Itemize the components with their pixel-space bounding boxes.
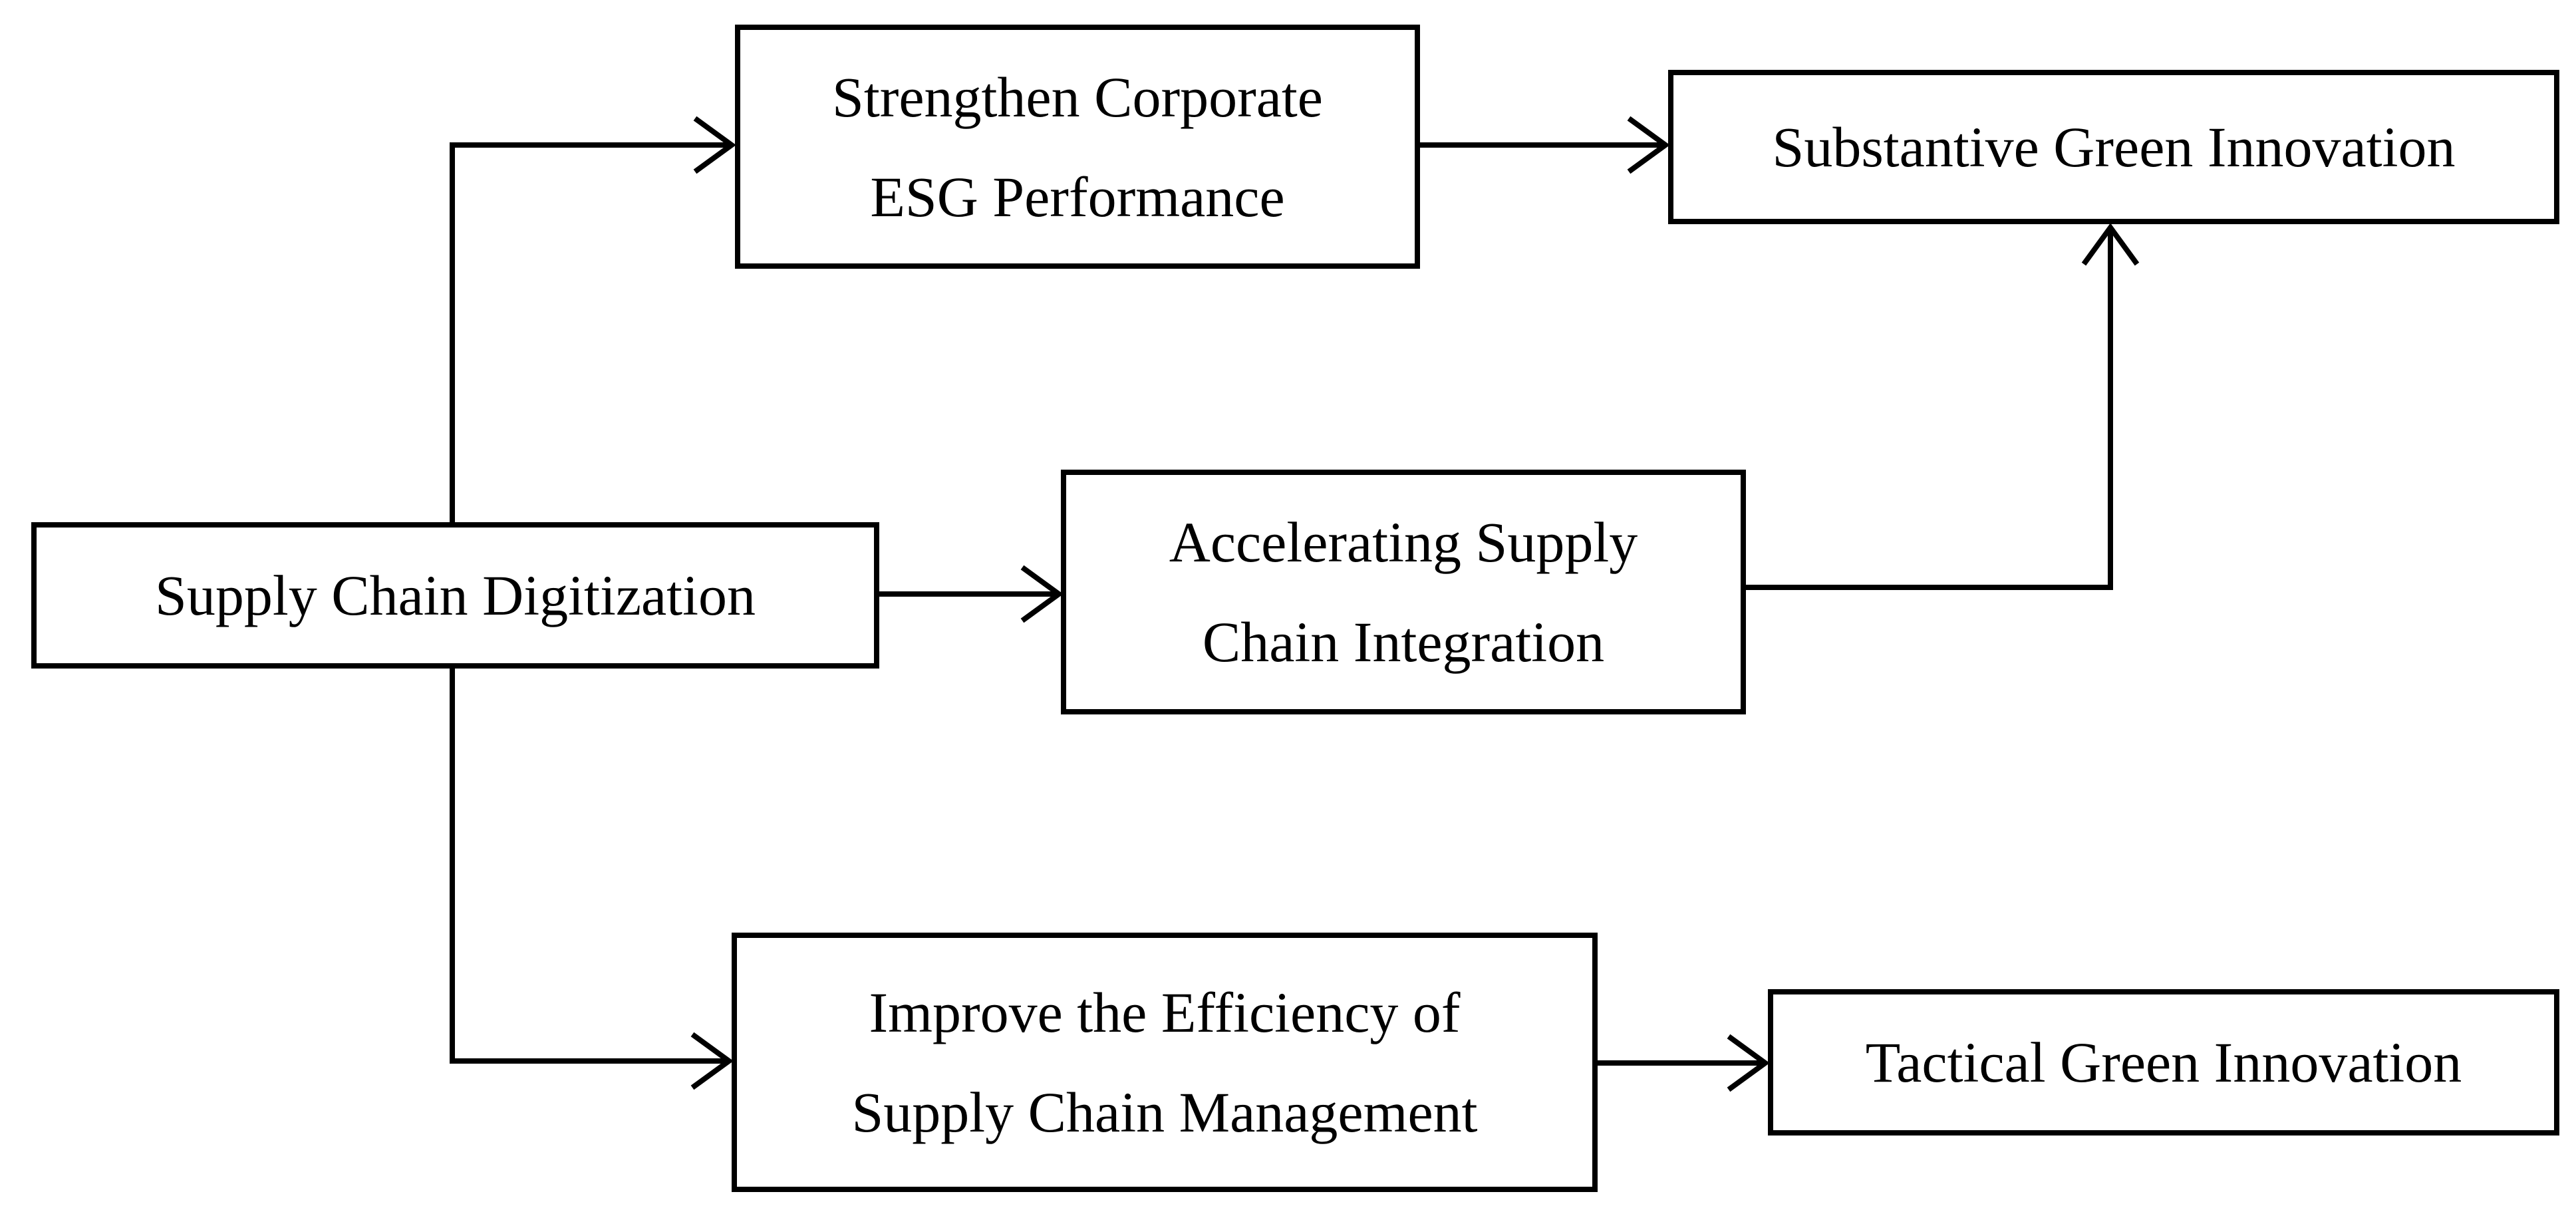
node-label-line: Chain Integration [1202, 610, 1605, 674]
node-label-line: Substantive Green Innovation [1772, 115, 2456, 179]
node-label-line: Accelerating Supply [1169, 510, 1638, 574]
edge-integration-to-substantive [1746, 227, 2113, 590]
arrowhead-integration [1020, 565, 1064, 623]
node-tactical-green-innovation: Tactical Green Innovation [1768, 989, 2559, 1136]
edge-digitization-to-efficiency [450, 669, 729, 1064]
arrowhead-substantive-left [1627, 116, 1670, 174]
node-substantive-green-innovation: Substantive Green Innovation [1668, 70, 2559, 224]
arrowhead-efficiency [690, 1032, 734, 1090]
node-strengthen-esg-performance: Strengthen Corporate ESG Performance [735, 25, 1420, 269]
node-label-line: ESG Performance [870, 164, 1285, 229]
node-label-line: Tactical Green Innovation [1865, 1030, 2462, 1094]
node-accelerating-integration: Accelerating Supply Chain Integration [1061, 470, 1746, 714]
arrowhead-tactical [1727, 1034, 1770, 1092]
arrowhead-esg [693, 116, 736, 174]
node-improve-efficiency: Improve the Efficiency of Supply Chain M… [732, 933, 1598, 1192]
node-label-line: Supply Chain Digitization [155, 563, 756, 627]
node-label-line: Supply Chain Management [851, 1080, 1478, 1144]
arrowhead-substantive-bottom [2081, 223, 2140, 266]
node-label-line: Strengthen Corporate [832, 65, 1323, 129]
node-supply-chain-digitization: Supply Chain Digitization [31, 522, 879, 669]
node-label-line: Improve the Efficiency of [869, 981, 1461, 1044]
edge-digitization-to-esg [450, 142, 732, 522]
